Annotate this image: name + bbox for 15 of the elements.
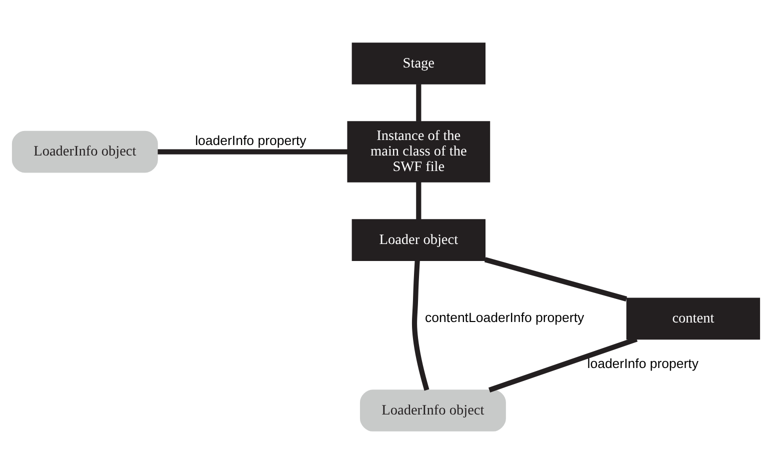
node-box: Instance of the main class of the SWF file	[347, 121, 490, 182]
node-box: Loader object	[352, 219, 486, 261]
node-box: Stage	[352, 42, 486, 84]
connector	[412, 260, 430, 391]
node-box: LoaderInfo object	[360, 390, 506, 432]
connector	[416, 84, 422, 122]
connector	[416, 182, 422, 220]
edge-label: loaderInfo property	[587, 356, 698, 372]
connector	[488, 336, 638, 392]
node-box: content	[626, 298, 760, 340]
edge-label: loaderInfo property	[195, 133, 306, 148]
connector	[484, 257, 628, 302]
node-box: LoaderInfo object	[12, 130, 158, 173]
edge-label: contentLoaderInfo property	[425, 310, 584, 326]
connector	[158, 149, 348, 154]
